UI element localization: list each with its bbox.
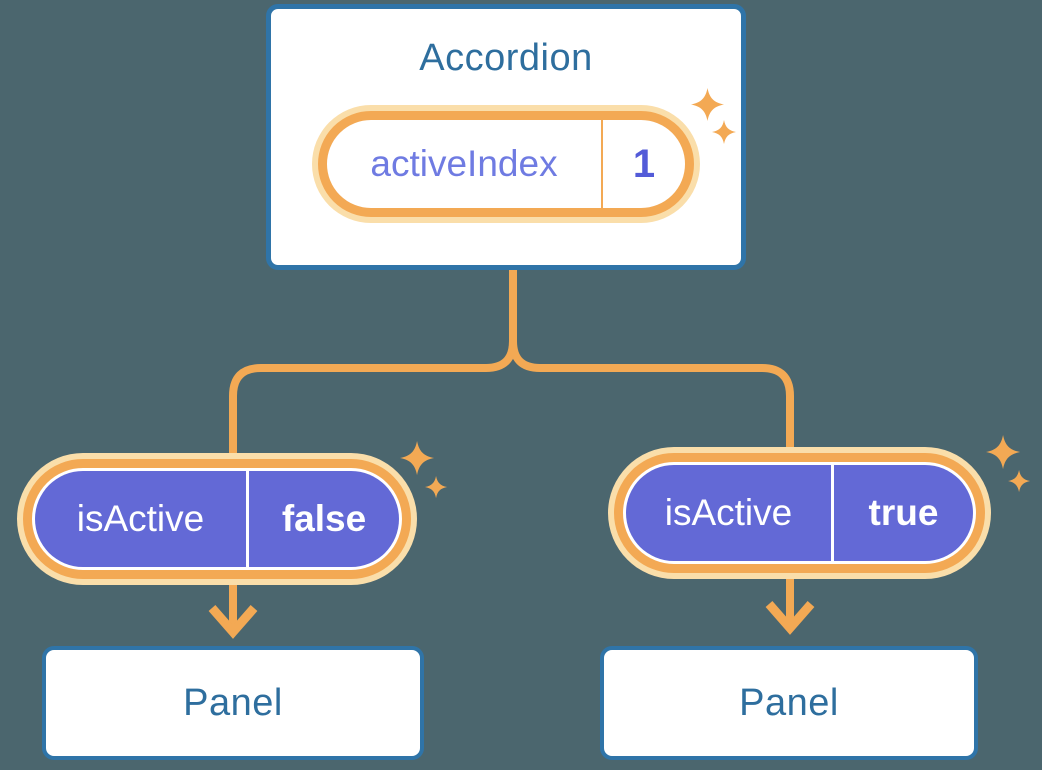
- prop-pill-left-label: isActive: [76, 498, 205, 539]
- panel-left-title: Panel: [183, 682, 283, 724]
- panel-right-title: Panel: [739, 682, 839, 724]
- arrowhead-down-icon: [208, 605, 258, 639]
- panel-box-left: Panel: [42, 646, 424, 760]
- arrowhead-down-icon: [765, 601, 815, 635]
- sparkle-icon: [986, 435, 1021, 470]
- state-pill-ring: activeIndex 1: [318, 111, 694, 217]
- panel-box-right: Panel: [600, 646, 978, 760]
- prop-pill-left-body: isActive false: [35, 471, 399, 567]
- arrow-left: [208, 583, 258, 639]
- prop-pill-left: isActive false: [17, 453, 417, 585]
- accordion-box: Accordion activeIndex 1: [266, 4, 746, 270]
- sparkle-icon: [425, 476, 448, 499]
- accordion-title: Accordion: [419, 37, 593, 79]
- state-pill-value: 1: [601, 120, 685, 208]
- prop-pill-right-ring: isActive true: [614, 453, 985, 573]
- sparkle-icon: [1008, 470, 1031, 493]
- arrow-right: [765, 577, 815, 635]
- connector-left-branch: [229, 268, 517, 458]
- state-pill-label: activeIndex: [370, 143, 558, 184]
- prop-pill-left-value: false: [246, 471, 399, 567]
- state-pill: activeIndex 1: [312, 105, 700, 223]
- prop-pill-left-ring: isActive false: [23, 459, 411, 579]
- connector-right-branch: [509, 268, 794, 452]
- prop-pill-right-label: isActive: [664, 492, 793, 533]
- prop-pill-right: isActive true: [608, 447, 991, 579]
- prop-pill-right-value: true: [831, 465, 973, 561]
- prop-pill-right-body: isActive true: [626, 465, 973, 561]
- sparkle-icon: [400, 441, 435, 476]
